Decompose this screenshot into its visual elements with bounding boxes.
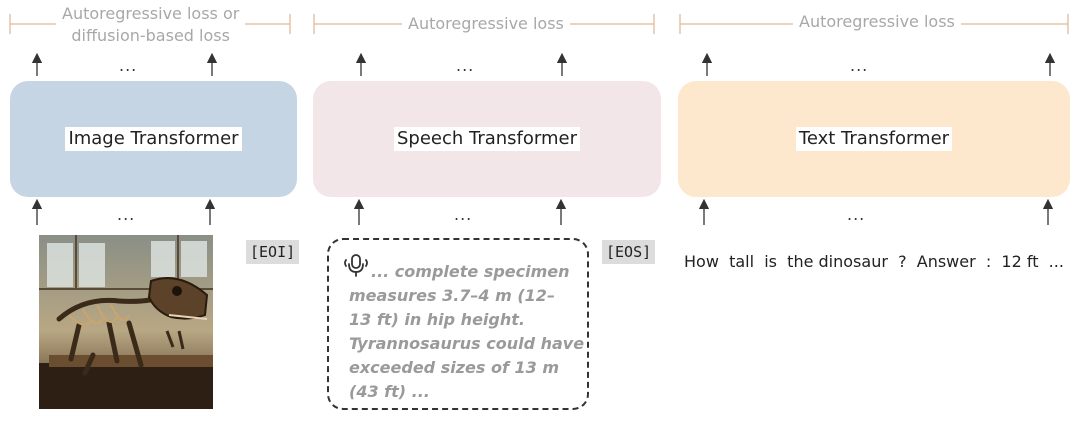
speech-input-dots: ... <box>454 205 473 224</box>
end-of-speech-token: [EOS] <box>602 240 656 264</box>
output-arrows <box>31 52 1056 76</box>
speech-transformer-title: Speech Transformer <box>393 127 581 151</box>
text-input-sequence: How tall is the dinosaur ? Answer : 12 f… <box>684 252 1064 271</box>
image-input-dots: ... <box>117 205 136 224</box>
image-transformer-box: Image Transformer <box>10 81 297 197</box>
input-arrows <box>31 198 1054 225</box>
speech-output-dots: ... <box>456 56 475 75</box>
speech-transformer-box: Speech Transformer <box>313 81 661 197</box>
speech-transcript-text: ... complete specimen measures 3.7–4 m (… <box>349 262 585 401</box>
text-input-dots: ... <box>847 205 866 224</box>
image-output-dots: ... <box>119 56 138 75</box>
image-transformer-title: Image Transformer <box>65 127 242 151</box>
text-transformer-box: Text Transformer <box>678 81 1070 197</box>
speech-loss-label: Autoregressive loss <box>402 13 570 35</box>
text-transformer-title: Text Transformer <box>795 127 953 151</box>
text-loss-label: Autoregressive loss <box>793 11 961 33</box>
end-of-image-token: [EOI] <box>246 240 300 264</box>
speech-transcript-box: ... complete specimen measures 3.7–4 m (… <box>327 238 589 410</box>
microphone-icon <box>344 254 368 277</box>
image-loss-label: Autoregressive loss or diffusion-based l… <box>56 3 246 47</box>
text-output-dots: ... <box>850 56 869 75</box>
dinosaur-skeleton-image <box>39 235 213 409</box>
